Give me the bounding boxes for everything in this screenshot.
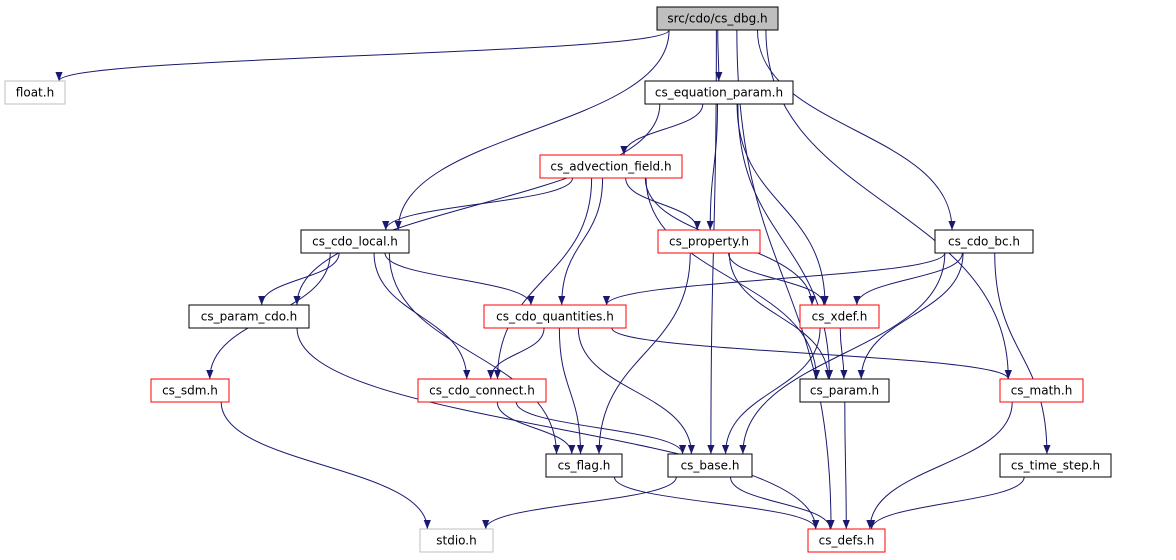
node-label: cs_time_step.h (1011, 459, 1100, 473)
node-src-cdo-cs-dbg-h[interactable]: src/cdo/cs_dbg.h (656, 6, 779, 31)
node-label: cs_param.h (810, 384, 879, 398)
edge-connect-to-flag (496, 401, 576, 455)
edge-root-to-cdolocal (394, 29, 670, 231)
node-float-h[interactable]: float.h (4, 80, 66, 105)
node-cs-base-h[interactable]: cs_base.h (667, 453, 753, 478)
node-label: cs_flag.h (558, 459, 611, 473)
node-label: cs_param_cdo.h (201, 310, 298, 324)
node-cs-cdo-local-h[interactable]: cs_cdo_local.h (300, 229, 410, 254)
edge-eqparam-to-advfield (620, 103, 704, 156)
edge-connect-to-base (515, 401, 687, 455)
node-cs-param-h[interactable]: cs_param.h (799, 378, 890, 403)
edge-root-to-eqparam (715, 29, 723, 82)
edge-cdobc-to-base (739, 252, 946, 455)
edge-cdolocal-to-paramcdo (258, 252, 340, 306)
node-cs-advection-field-h[interactable]: cs_advection_field.h (539, 154, 683, 179)
node-label: cs_advection_field.h (550, 160, 671, 174)
edge-flag-to-defs (613, 476, 820, 530)
edge-quantities-to-math (611, 327, 1012, 380)
edge-quantities-to-flag (558, 327, 585, 455)
edge-cdobc-to-xdef (853, 252, 963, 306)
edge-quantities-to-connect (487, 327, 545, 380)
edge-property-to-flag (595, 252, 691, 455)
edge-quantities-to-base (577, 327, 695, 455)
edge-cdobc-to-param (857, 252, 964, 380)
node-label: cs_math.h (1011, 384, 1073, 398)
edge-advfield-to-quantities (558, 177, 604, 306)
edge-advfield-to-connect (493, 177, 593, 380)
edge-xdef-to-param (839, 327, 848, 380)
node-label: cs_xdef.h (812, 310, 868, 324)
edge-timestep-to-defs (868, 476, 1025, 530)
node-cs-math-h[interactable]: cs_math.h (999, 378, 1084, 403)
edge-cdobc-to-quantities (602, 252, 946, 306)
edge-cdolocal-to-connect (373, 252, 471, 380)
node-label: src/cdo/cs_dbg.h (667, 12, 767, 26)
edge-paramcdo-to-defs (296, 327, 820, 530)
node-label: cs_cdo_local.h (312, 235, 398, 249)
edges-layer (55, 29, 1051, 530)
edge-xdef-to-base (721, 327, 821, 455)
edge-root-to-float (55, 29, 670, 82)
node-stdio-h[interactable]: stdio.h (419, 528, 494, 553)
node-cs-xdef-h[interactable]: cs_xdef.h (799, 304, 880, 329)
node-label: float.h (16, 86, 54, 100)
node-cs-sdm-h[interactable]: cs_sdm.h (150, 378, 230, 403)
edge-math-to-defs (866, 401, 1013, 530)
nodes-layer: src/cdo/cs_dbg.h float.h cs_equation_par… (4, 6, 1112, 553)
node-label: cs_defs.h (819, 534, 875, 548)
edge-base-to-stdio (482, 476, 677, 530)
node-cs-property-h[interactable]: cs_property.h (657, 229, 761, 254)
edge-base-to-defs (729, 476, 834, 530)
edge-advfield-to-property (625, 177, 701, 231)
node-cs-cdo-bc-h[interactable]: cs_cdo_bc.h (934, 229, 1034, 254)
node-cs-defs-h[interactable]: cs_defs.h (807, 528, 886, 553)
edge-eqparam-to-param (737, 103, 834, 380)
edge-sdm-to-stdio (220, 401, 431, 530)
node-label: cs_property.h (669, 235, 749, 249)
edge-eqparam-to-property (706, 103, 718, 231)
edge-advfield-to-param (645, 177, 821, 380)
node-label: cs_sdm.h (162, 384, 218, 398)
edge-cdolocal-to-quantities (384, 252, 535, 306)
edge-eqparam-to-xdef (736, 103, 829, 306)
node-cs-cdo-quantities-h[interactable]: cs_cdo_quantities.h (483, 304, 627, 329)
node-cs-flag-h[interactable]: cs_flag.h (545, 453, 623, 478)
node-label: cs_base.h (681, 459, 740, 473)
edge-property-to-param (728, 252, 832, 380)
node-label: cs_cdo_bc.h (948, 235, 1020, 249)
edge-advfield-to-cdolocal (382, 177, 574, 231)
node-label: cs_cdo_quantities.h (496, 310, 614, 324)
node-cs-param-cdo-h[interactable]: cs_param_cdo.h (188, 304, 310, 329)
node-cs-cdo-connect-h[interactable]: cs_cdo_connect.h (417, 378, 547, 403)
node-label: cs_cdo_connect.h (429, 384, 535, 398)
node-cs-equation-param-h[interactable]: cs_equation_param.h (644, 80, 794, 105)
edge-param-to-defs (842, 401, 850, 530)
node-label: cs_equation_param.h (655, 86, 783, 100)
node-cs-time-step-h[interactable]: cs_time_step.h (999, 453, 1112, 478)
edge-cdobc-to-timestep (994, 252, 1051, 455)
edge-root-to-cdobc (756, 29, 956, 231)
edge-root-to-defs (736, 29, 835, 530)
node-label: stdio.h (436, 534, 476, 548)
